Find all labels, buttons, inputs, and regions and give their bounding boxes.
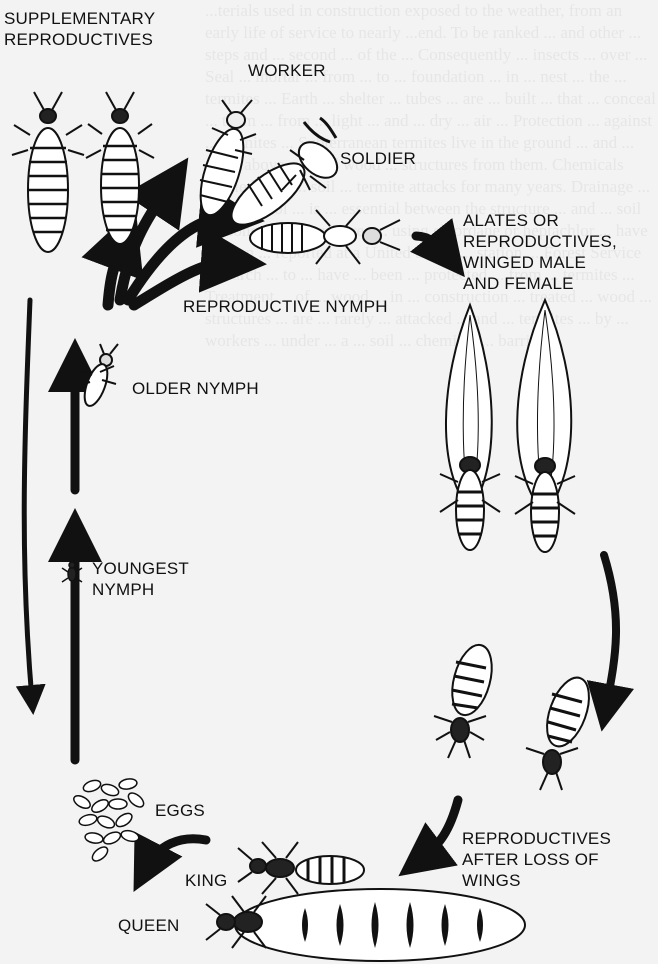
label-line: EGGS [155,800,205,821]
label-queen: QUEEN [118,915,179,936]
label-line: QUEEN [118,915,179,936]
label-line: WORKER [248,60,326,81]
label-older-nymph: OLDER NYMPH [132,378,259,399]
label-line: OLDER NYMPH [132,378,259,399]
queen-termite [206,889,525,961]
dealate-left [434,641,499,758]
king-termite [238,842,364,894]
arrow-supplementary-to-eggs [24,300,32,700]
egg-cluster [72,778,146,864]
arrow-nymph-to-alates [416,236,448,256]
label-reproductives-after-loss-of-wings: REPRODUCTIVES AFTER LOSS OF WINGS [462,828,611,891]
label-line: REPRODUCTIVES [462,828,611,849]
label-line: AFTER LOSS OF [462,849,611,870]
label-line: KING [185,870,227,891]
label-supplementary-reproductives: SUPPLEMENTARY REPRODUCTIVES [4,8,155,50]
label-king: KING [185,870,227,891]
label-line: SUPPLEMENTARY [4,8,155,29]
label-alates: ALATES OR REPRODUCTIVES, WINGED MALE AND… [463,210,617,294]
label-line: REPRODUCTIVES, [463,231,617,252]
label-line: WINGED MALE [463,252,617,273]
label-line: AND FEMALE [463,273,617,294]
label-line: WINGS [462,870,611,891]
label-line: ALATES OR [463,210,617,231]
arrow-alates-to-dealates [604,555,616,708]
arrow-dealates-to-king [420,800,458,860]
supplementary-reproductive-left [12,92,84,252]
older-nymph-termite [76,344,118,409]
label-soldier: SOLDIER [340,148,416,169]
dealate-right [526,672,597,790]
alate-winged-left [440,305,500,550]
arrow-king-to-eggs [146,839,206,868]
label-line: YOUNGEST [92,558,189,579]
label-line: REPRODUCTIVES [4,29,155,50]
label-worker: WORKER [248,60,326,81]
alate-winged-right [515,300,575,552]
label-eggs: EGGS [155,800,205,821]
label-youngest-nymph: YOUNGEST NYMPH [92,558,189,600]
label-reproductive-nymph: REPRODUCTIVE NYMPH [183,296,388,317]
label-line: NYMPH [92,579,189,600]
label-line: REPRODUCTIVE NYMPH [183,296,388,317]
label-line: SOLDIER [340,148,416,169]
reproductive-nymph-termite [250,210,400,264]
